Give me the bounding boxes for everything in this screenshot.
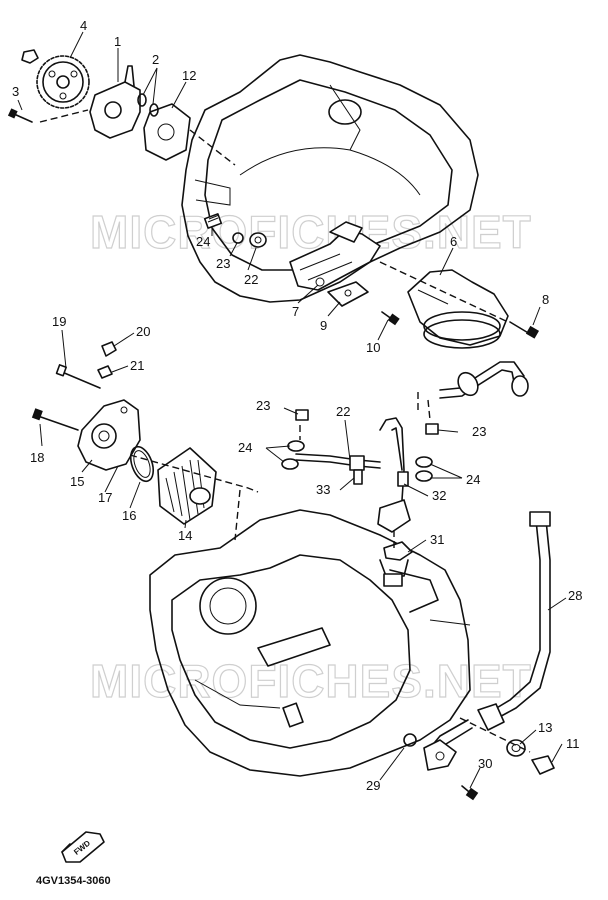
callout-19: 19 (52, 314, 66, 329)
callout-23-upper: 23 (216, 256, 230, 271)
filter-to-case-dash (234, 489, 241, 541)
callout-1: 1 (114, 34, 121, 49)
callout-22-lower: 22 (336, 404, 350, 419)
clamp-bolt (381, 311, 400, 326)
callout-24-upper: 24 (196, 234, 210, 249)
hose-bolt-30 (461, 785, 479, 801)
callout-11: 11 (566, 736, 580, 751)
oil-filter-element (157, 447, 217, 525)
callout-labels: 1 2 3 4 6 7 8 9 10 11 12 13 14 15 16 17 … (12, 18, 582, 793)
callout-8: 8 (542, 292, 549, 307)
watermark-bottom: MICROFICHES.NET (90, 655, 532, 707)
oil-delivery-pipe (295, 361, 529, 533)
callout-21: 21 (130, 358, 144, 373)
oil-filter-cover-upper (407, 269, 509, 349)
callout-20: 20 (136, 324, 150, 339)
breather-bracket (289, 221, 381, 291)
callout-18: 18 (30, 450, 44, 465)
callout-17: 17 (98, 490, 112, 505)
callout-24-lower-right: 24 (466, 472, 480, 487)
callout-6: 6 (450, 234, 457, 249)
cover-bolt (509, 321, 540, 339)
hose-bolt-11 (531, 755, 555, 775)
watermark-top: MICROFICHES.NET (90, 206, 532, 258)
cover-axis-dash (379, 261, 509, 323)
pipe-axis-dash (417, 392, 431, 421)
callout-33: 33 (316, 482, 330, 497)
lower-crankcase (149, 509, 471, 777)
document-id: 4GV1354-3060 (36, 875, 111, 887)
callout-16: 16 (122, 508, 136, 523)
hose-axis-dash (459, 717, 531, 753)
callout-15: 15 (70, 474, 84, 489)
pump-bolt (7, 49, 39, 123)
filter-axis-dash (129, 454, 259, 493)
callout-2: 2 (152, 52, 159, 67)
callout-14: 14 (178, 528, 192, 543)
pipe-fittings-lower (281, 409, 439, 487)
callout-12: 12 (182, 68, 196, 83)
callout-9: 9 (320, 318, 327, 333)
union-bolt-31 (379, 541, 413, 587)
callout-3: 3 (12, 84, 19, 99)
callout-7: 7 (292, 304, 299, 319)
callout-32: 32 (432, 488, 446, 503)
callout-4: 4 (80, 18, 87, 33)
forward-direction-badge: FWD (61, 831, 105, 863)
lower-leaders (39, 329, 567, 789)
pipe-union-parts-upper (203, 213, 267, 248)
callout-31: 31 (430, 532, 444, 547)
pump-dowel-pins (137, 93, 159, 117)
pump-axis-dash (39, 109, 89, 123)
upper-leaders (17, 31, 541, 341)
pump-to-case-dash (189, 129, 236, 166)
callout-24-lower-left: 24 (238, 440, 252, 455)
callout-10: 10 (366, 340, 380, 355)
pump-sprocket (36, 55, 90, 109)
callout-28: 28 (568, 588, 582, 603)
callout-22-upper: 22 (244, 272, 258, 287)
callout-23-lower-right: 23 (472, 424, 486, 439)
pump-gasket (143, 103, 191, 161)
oil-hose-28 (423, 511, 551, 771)
oil-filter-cover-lower (77, 399, 141, 471)
oil-pump-assembly (89, 65, 141, 139)
callout-13: 13 (538, 720, 552, 735)
callout-23-lower-left: 23 (256, 398, 270, 413)
callout-29: 29 (366, 778, 380, 793)
clamp-plate (327, 281, 369, 307)
callout-30: 30 (478, 756, 492, 771)
cover-bolts-lower (31, 341, 117, 431)
